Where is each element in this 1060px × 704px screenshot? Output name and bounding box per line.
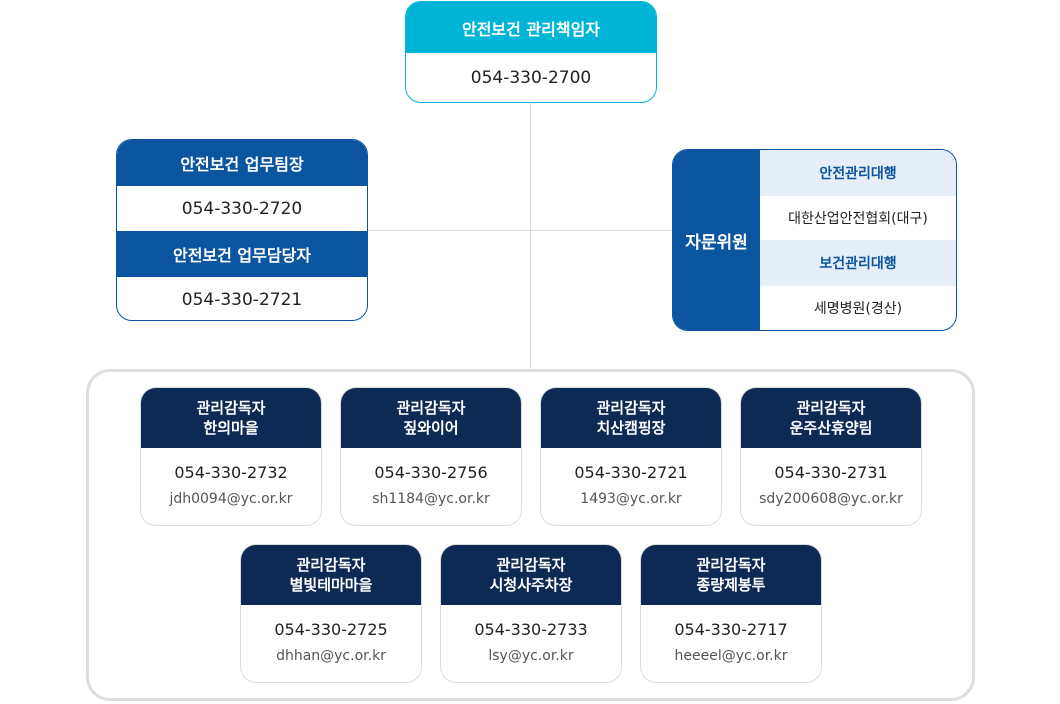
supervisor-card: 관리감독자 종량제봉투 054-330-2717 heeeel@yc.or.kr (640, 544, 822, 683)
supervisor-role: 관리감독자 (596, 399, 666, 417)
team-staff-phone: 054-330-2721 (181, 289, 303, 310)
supervisor-site: 치산캠핑장 (596, 419, 666, 437)
supervisor-role: 관리감독자 (496, 556, 566, 574)
team-leader-phone: 054-330-2720 (181, 198, 303, 219)
supervisor-phone: 054-330-2732 (174, 463, 288, 482)
supervisor-card-header: 관리감독자 치산캠핑장 (541, 388, 721, 448)
safety-health-team-box: 안전보건 업무팀장 054-330-2720 안전보건 업무담당자 054-33… (116, 139, 368, 321)
supervisor-site: 종량제봉투 (696, 576, 766, 594)
supervisor-role: 관리감독자 (696, 556, 766, 574)
supervisor-site: 운주산휴양림 (789, 419, 873, 437)
supervisor-site: 한의마을 (203, 419, 259, 437)
supervisor-card-header: 관리감독자 종량제봉투 (641, 545, 821, 605)
supervisor-card: 관리감독자 한의마을 054-330-2732 jdh0094@yc.or.kr (140, 387, 322, 526)
safety-management-agency-title: 안전관리대행 (760, 150, 956, 196)
supervisor-site: 짚와이어 (403, 419, 459, 437)
supervisor-role: 관리감독자 (396, 399, 466, 417)
supervisor-email: sh1184@yc.or.kr (372, 491, 490, 507)
horizontal-connector-line (368, 230, 672, 231)
supervisor-card: 관리감독자 별빛테마마을 054-330-2725 dhhan@yc.or.kr (240, 544, 422, 683)
supervisor-email: 1493@yc.or.kr (580, 491, 682, 507)
supervisor-phone: 054-330-2725 (274, 620, 388, 639)
supervisor-card-header: 관리감독자 운주산휴양림 (741, 388, 921, 448)
supervisor-card-header: 관리감독자 한의마을 (141, 388, 321, 448)
supervisor-phone: 054-330-2731 (774, 463, 888, 482)
supervisor-email: heeeel@yc.or.kr (674, 648, 788, 664)
supervisor-phone: 054-330-2721 (574, 463, 688, 482)
supervisor-email: lsy@yc.or.kr (488, 648, 574, 664)
supervisor-card: 관리감독자 운주산휴양림 054-330-2731 sdy200608@yc.o… (740, 387, 922, 526)
team-staff-title: 안전보건 업무담당자 (117, 231, 367, 277)
supervisor-card: 관리감독자 짚와이어 054-330-2756 sh1184@yc.or.kr (340, 387, 522, 526)
supervisor-site: 시청사주차장 (489, 576, 573, 594)
supervisor-role: 관리감독자 (196, 399, 266, 417)
health-management-agency-title: 보건관리대행 (760, 240, 956, 286)
advisory-committee-box: 자문위원 안전관리대행 대한산업안전협회(대구) 보건관리대행 세명병원(경산) (672, 149, 957, 331)
safety-management-agency-value: 대한산업안전협회(대구) (788, 210, 928, 227)
supervisor-card-header: 관리감독자 별빛테마마을 (241, 545, 421, 605)
supervisor-card: 관리감독자 치산캠핑장 054-330-2721 1493@yc.or.kr (540, 387, 722, 526)
supervisor-card-header: 관리감독자 짚와이어 (341, 388, 521, 448)
supervisor-email: dhhan@yc.or.kr (276, 648, 386, 664)
advisory-committee-label: 자문위원 (673, 150, 760, 330)
vertical-connector-line (530, 103, 531, 369)
supervisor-phone: 054-330-2756 (374, 463, 488, 482)
health-management-agency-value: 세명병원(경산) (813, 300, 903, 317)
supervisor-card: 관리감독자 시청사주차장 054-330-2733 lsy@yc.or.kr (440, 544, 622, 683)
safety-health-manager-box: 안전보건 관리책임자 054-330-2700 (405, 1, 657, 103)
supervisor-card-header: 관리감독자 시청사주차장 (441, 545, 621, 605)
supervisor-phone: 054-330-2717 (674, 620, 788, 639)
supervisor-site: 별빛테마마을 (289, 576, 373, 594)
supervisor-role: 관리감독자 (796, 399, 866, 417)
supervisor-phone: 054-330-2733 (474, 620, 588, 639)
supervisor-role: 관리감독자 (296, 556, 366, 574)
team-leader-title: 안전보건 업무팀장 (117, 140, 367, 186)
supervisor-email: jdh0094@yc.or.kr (169, 491, 293, 507)
safety-health-manager-phone: 054-330-2700 (470, 67, 592, 88)
safety-health-manager-title: 안전보건 관리책임자 (406, 2, 656, 53)
advisory-rows: 안전관리대행 대한산업안전협회(대구) 보건관리대행 세명병원(경산) (760, 150, 956, 330)
supervisors-container: 관리감독자 한의마을 054-330-2732 jdh0094@yc.or.kr… (86, 369, 975, 701)
supervisor-email: sdy200608@yc.or.kr (759, 491, 903, 507)
